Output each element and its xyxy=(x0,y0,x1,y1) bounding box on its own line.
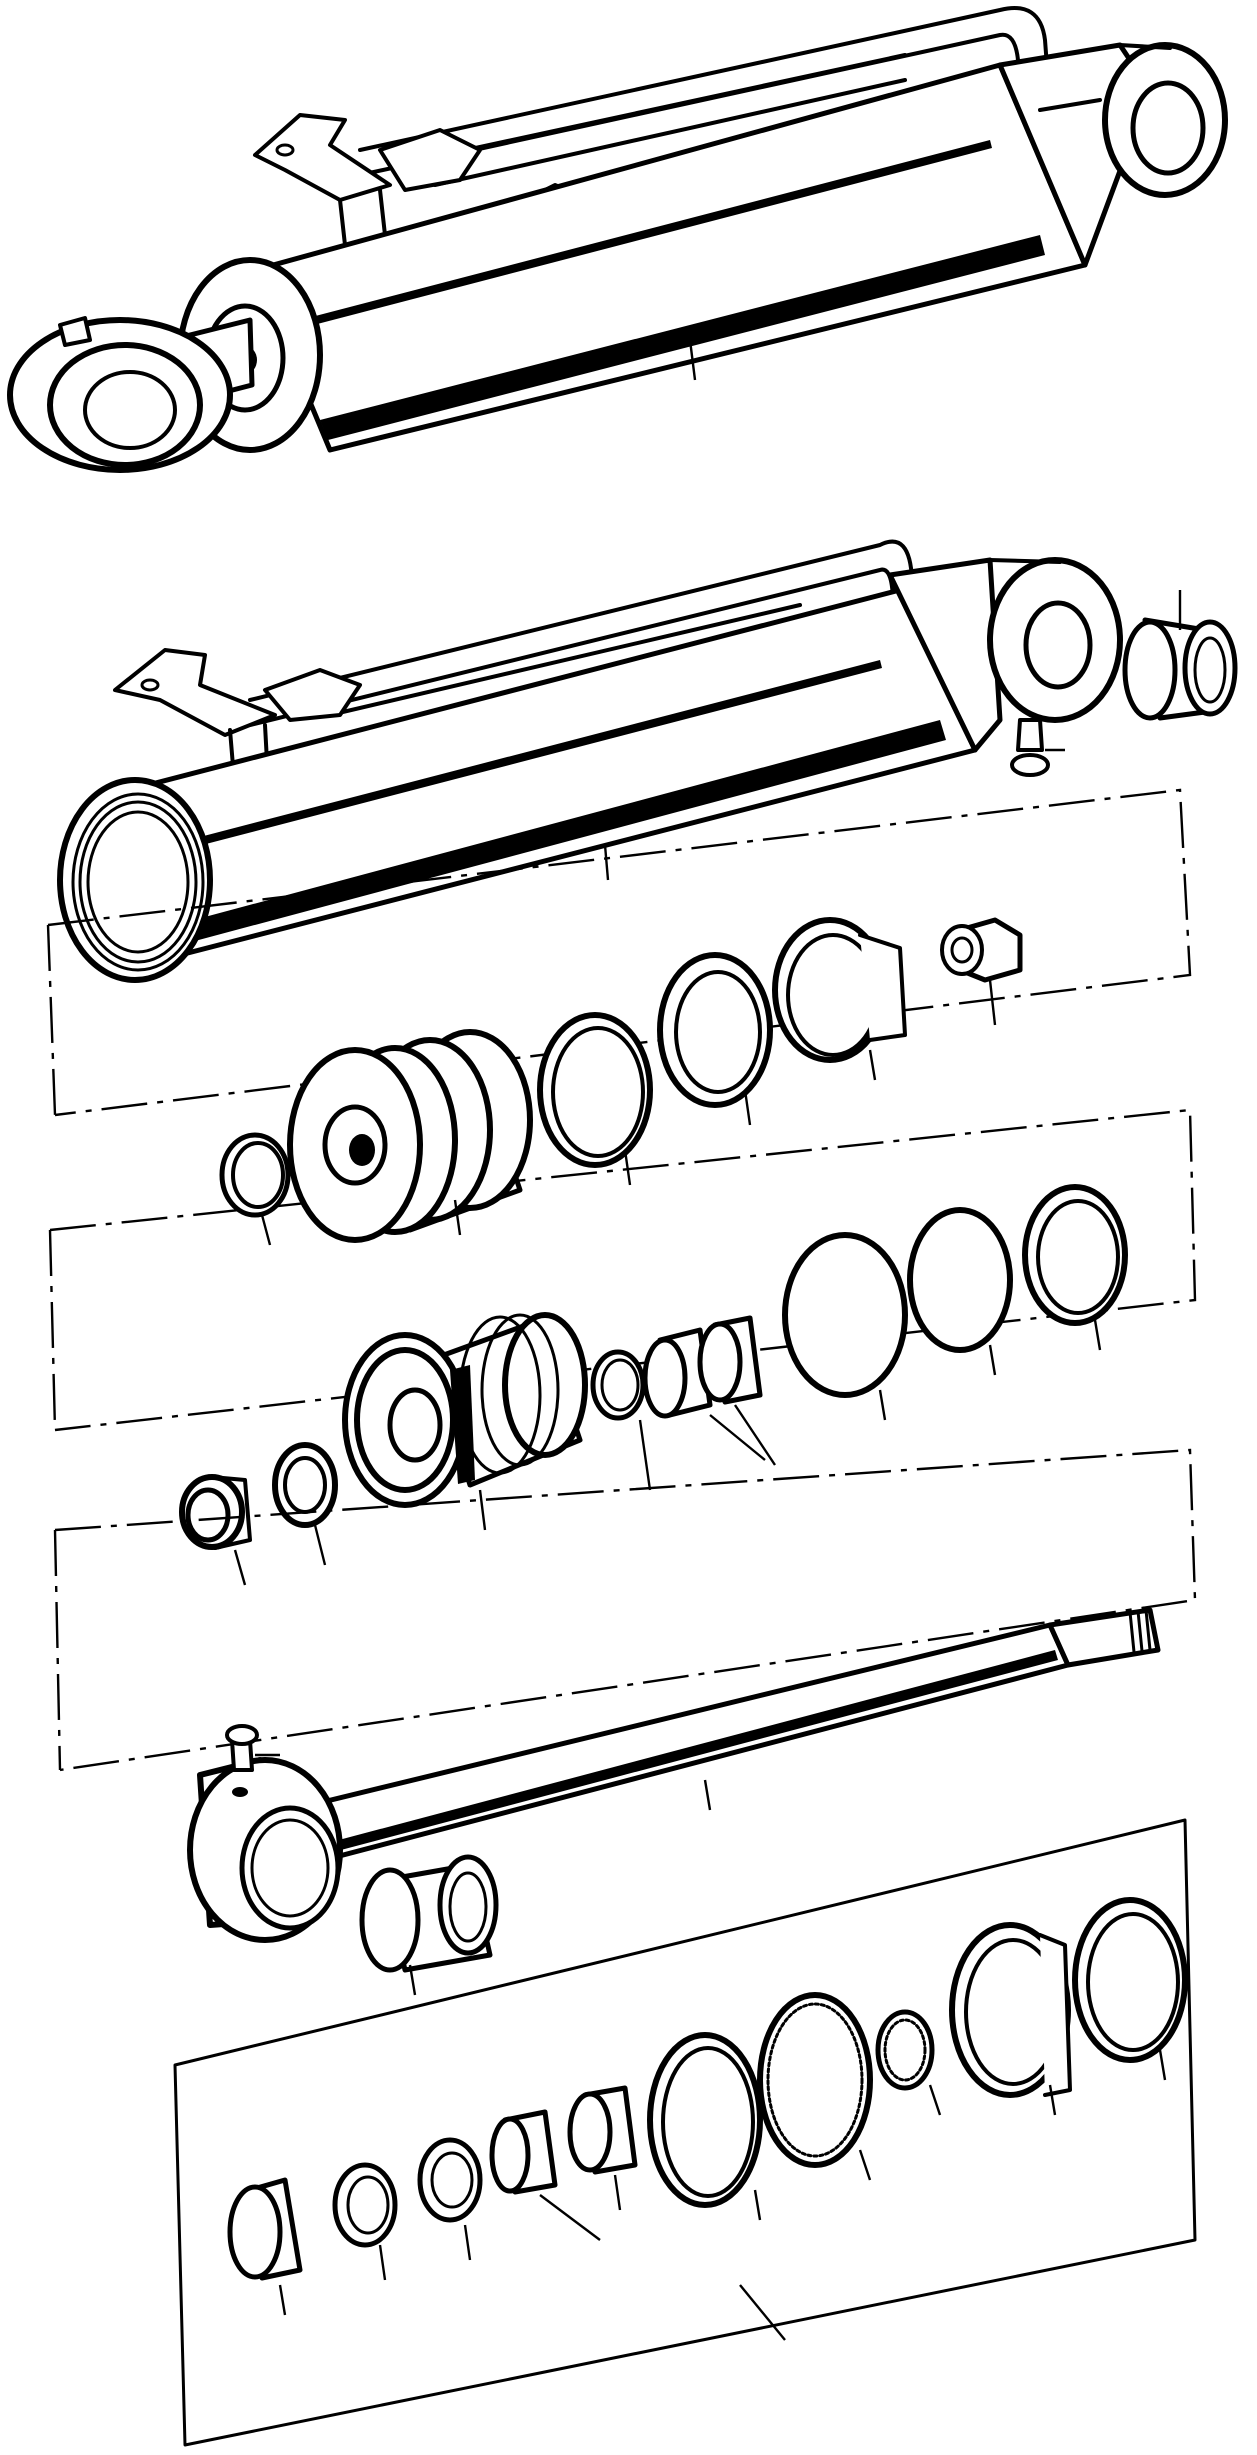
piston-icon xyxy=(287,1029,533,1243)
bushing-icon xyxy=(359,1854,499,1996)
grease-fitting-icon xyxy=(225,1724,280,1772)
piston-rod xyxy=(53,1448,1197,1996)
gland-icon xyxy=(342,1312,588,1531)
bushing-icon xyxy=(1122,590,1238,721)
cylinder-barrel xyxy=(57,539,1238,983)
grease-fitting-icon xyxy=(1010,718,1065,777)
hex-nut-icon xyxy=(940,917,1023,1026)
gland-group xyxy=(179,1184,1128,1586)
seal-kit xyxy=(173,1818,1197,2447)
assembled-cylinder xyxy=(7,6,1228,473)
piston-group xyxy=(46,788,1197,1432)
